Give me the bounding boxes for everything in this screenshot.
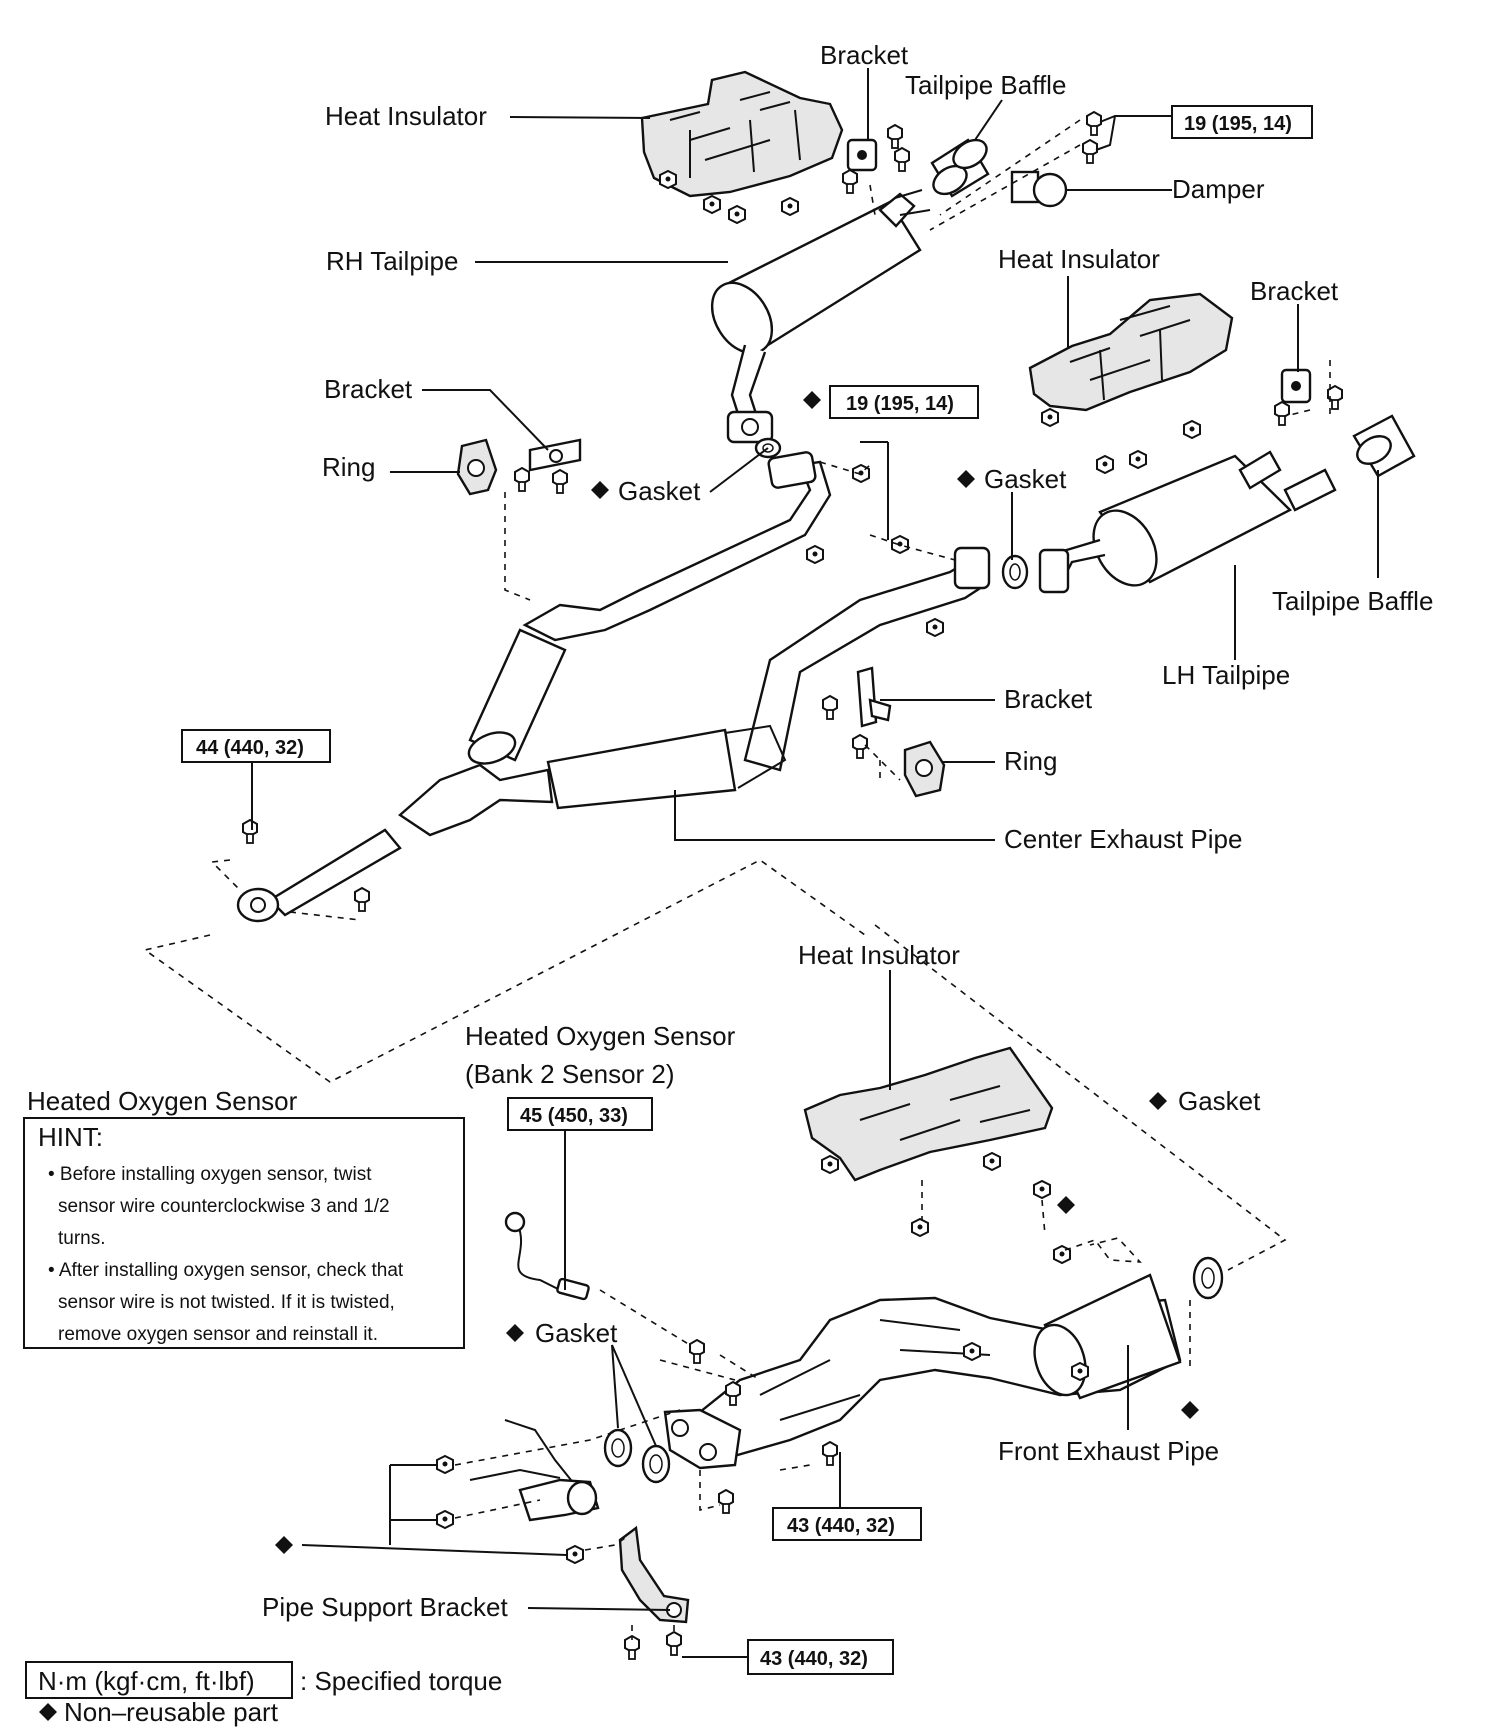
tailpipe-baffle-right-part	[1352, 414, 1416, 478]
label-heated-oxygen-sensor-b2s2-line2: (Bank 2 Sensor 2)	[465, 1059, 675, 1089]
lh-tailpipe-part	[1038, 450, 1337, 594]
torque-box-3: 44 (440, 32)	[181, 729, 331, 763]
exhaust-manifold-part	[469, 1419, 600, 1522]
diamond-icon	[591, 481, 609, 499]
bracket-right-part	[1280, 368, 1312, 404]
heat-insulator-lower-part	[803, 1046, 1054, 1182]
diamond-icon	[803, 391, 821, 409]
dashed-guides	[143, 119, 1331, 1640]
leader-lines	[251, 68, 1379, 1658]
torque-box-5: 43 (440, 32)	[772, 1507, 922, 1541]
label-ring-left: Ring	[322, 452, 375, 482]
label-heated-oxygen-sensor-b2s2-line1: Heated Oxygen Sensor	[465, 1021, 736, 1051]
gasket-lower-left-part	[603, 1428, 671, 1484]
svg-text:N·m (kgf·cm, ft·lbf): N·m (kgf·cm, ft·lbf)	[38, 1666, 255, 1696]
bracket-mid-part	[856, 666, 892, 728]
diamond-icon	[1057, 1196, 1075, 1214]
tailpipe-baffle-top-part	[930, 138, 990, 198]
diamond-icon	[1181, 1401, 1199, 1419]
svg-text:43 (440, 32): 43 (440, 32)	[760, 1648, 868, 1670]
hint-bullet-1-line-1: • Before installing oxygen sensor, twist	[48, 1164, 372, 1185]
label-center-exhaust-pipe: Center Exhaust Pipe	[1004, 824, 1242, 854]
torque-box-4: 45 (450, 33)	[507, 1097, 653, 1131]
label-damper: Damper	[1172, 174, 1265, 204]
hint-bullet-2-line-1: • After installing oxygen sensor, check …	[48, 1260, 404, 1281]
label-lh-tailpipe: LH Tailpipe	[1162, 660, 1290, 690]
gasket-right-part	[1001, 554, 1029, 590]
svg-text:19 (195, 14): 19 (195, 14)	[846, 393, 954, 415]
oxygen-sensor-part	[504, 1211, 590, 1301]
label-ring-mid: Ring	[1004, 746, 1057, 776]
label-front-exhaust-pipe: Front Exhaust Pipe	[998, 1436, 1219, 1466]
label-tailpipe-baffle-top: Tailpipe Baffle	[905, 70, 1066, 100]
svg-text:45 (450, 33): 45 (450, 33)	[520, 1105, 628, 1127]
ring-mid-part	[903, 740, 946, 798]
label-pipe-support-bracket: Pipe Support Bracket	[262, 1592, 508, 1622]
diamond-icon	[506, 1324, 524, 1342]
label-gasket-lower-left: Gasket	[535, 1318, 618, 1348]
legend-non-reusable: Non–reusable part	[64, 1697, 279, 1727]
svg-text:43 (440, 32): 43 (440, 32)	[787, 1515, 895, 1537]
heat-insulator-right-part	[1028, 292, 1234, 412]
label-bracket-right: Bracket	[1250, 276, 1339, 306]
ring-left-part	[456, 438, 498, 496]
label-bracket-top: Bracket	[820, 40, 909, 70]
diamond-icon	[1149, 1092, 1167, 1110]
diamond-icon	[957, 470, 975, 488]
label-gasket-left: Gasket	[618, 476, 701, 506]
hint-box	[23, 1117, 465, 1349]
gasket-lower-right-part	[1192, 1256, 1224, 1300]
hint-heading: Heated Oxygen Sensor	[27, 1086, 298, 1116]
hint-title: HINT:	[38, 1122, 103, 1152]
hint-bullet-1-line-3: turns.	[58, 1228, 106, 1249]
legend-specified-torque: : Specified torque	[300, 1666, 502, 1696]
label-tailpipe-baffle-right: Tailpipe Baffle	[1272, 586, 1433, 616]
diamond-icon	[39, 1703, 57, 1721]
center-exhaust-pipe-part	[236, 451, 991, 923]
rh-tailpipe-part	[710, 189, 931, 444]
bracket-left-part	[528, 438, 582, 472]
label-heat-insulator-top: Heat Insulator	[325, 101, 487, 131]
diamond-icon	[275, 1536, 293, 1554]
label-bracket-mid: Bracket	[1004, 684, 1093, 714]
bracket-top-part	[846, 138, 878, 172]
pipe-support-bracket-part	[618, 1525, 690, 1624]
svg-text:19 (195, 14): 19 (195, 14)	[1184, 113, 1292, 135]
label-rh-tailpipe: RH Tailpipe	[326, 246, 458, 276]
torque-box-2: 19 (195, 14)	[829, 385, 979, 419]
damper-part	[1010, 170, 1068, 208]
label-heat-insulator-lower: Heat Insulator	[798, 940, 960, 970]
label-bracket-left: Bracket	[324, 374, 413, 404]
hint-bullet-2-line-3: remove oxygen sensor and reinstall it.	[58, 1324, 378, 1345]
label-gasket-right: Gasket	[984, 464, 1067, 494]
svg-text:44 (440, 32): 44 (440, 32)	[196, 737, 304, 759]
torque-box-6: 43 (440, 32)	[747, 1639, 894, 1675]
hint-bullet-2-line-2: sensor wire is not twisted. If it is twi…	[58, 1292, 395, 1313]
label-gasket-lower-right: Gasket	[1178, 1086, 1261, 1116]
torque-box-1: 19 (195, 14)	[1171, 105, 1313, 139]
legend-unit-box: N·m (kgf·cm, ft·lbf)	[25, 1661, 293, 1699]
label-heat-insulator-right: Heat Insulator	[998, 244, 1160, 274]
hint-bullet-1-line-2: sensor wire counterclockwise 3 and 1/2	[58, 1196, 390, 1217]
